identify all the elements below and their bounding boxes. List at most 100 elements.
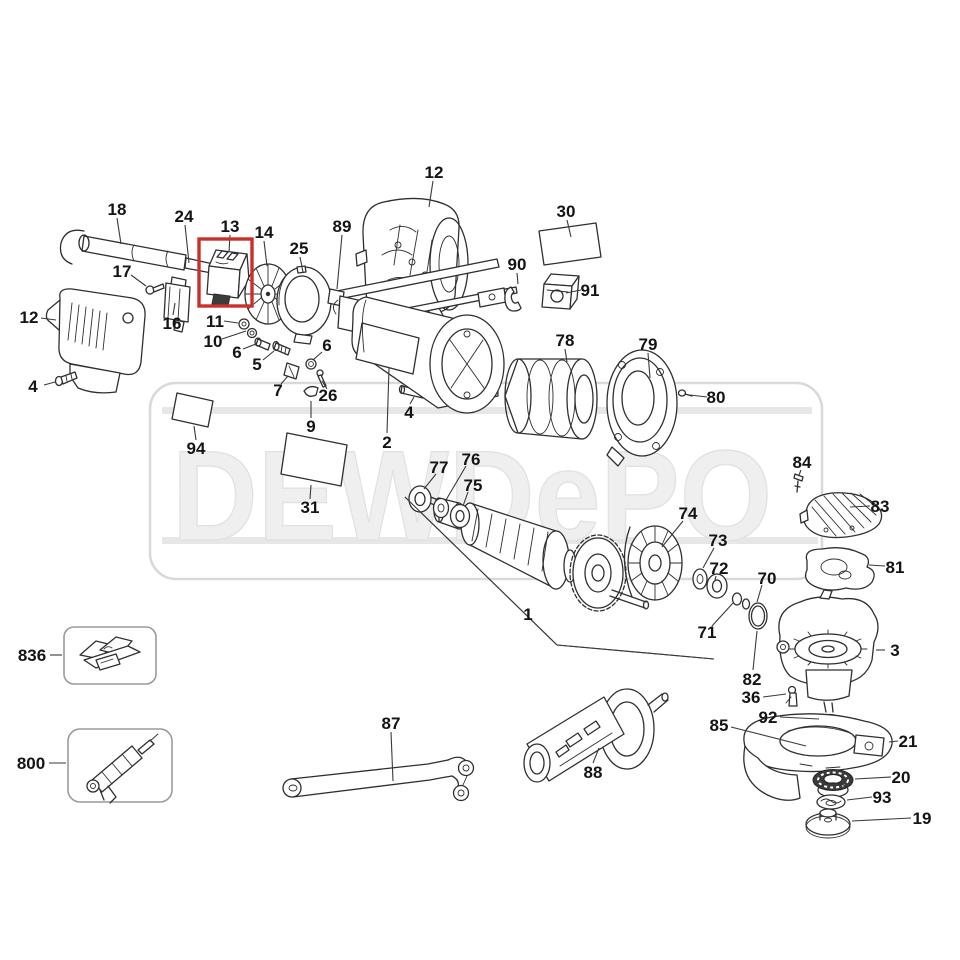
screw-4-left-drawing xyxy=(54,371,78,387)
leader-line-73 xyxy=(702,547,715,569)
part-label-2: 2 xyxy=(382,433,391,452)
part-label-800: 800 xyxy=(17,754,45,773)
clip-90-drawing xyxy=(504,286,522,312)
highlight-box-part-13 xyxy=(197,237,254,308)
leader-line-85 xyxy=(730,726,807,747)
leader-line-84 xyxy=(798,469,802,476)
part-label-80: 80 xyxy=(707,388,726,407)
leader-line-80 xyxy=(689,394,708,398)
side-handle-88-drawing xyxy=(523,688,669,783)
kit-box-800 xyxy=(67,728,173,804)
leader-line-82 xyxy=(752,630,758,671)
screw-84-drawing xyxy=(793,473,804,493)
part-label-82: 82 xyxy=(743,670,762,689)
part-label-6: 6 xyxy=(232,343,241,362)
leader-line-75 xyxy=(462,491,469,507)
part-label-31: 31 xyxy=(301,498,320,517)
leader-line-93 xyxy=(846,796,873,801)
leader-line-90 xyxy=(516,272,519,285)
washers-10-11-drawing xyxy=(238,318,258,339)
brush-kit-836-drawing xyxy=(79,636,141,671)
part-label-18: 18 xyxy=(108,200,127,219)
leader-line-16 xyxy=(172,302,176,316)
part-label-78: 78 xyxy=(556,331,575,350)
washer-73-drawing xyxy=(692,568,708,590)
clip-7-drawing xyxy=(283,362,300,380)
leader-line-81 xyxy=(868,564,886,567)
leader-line-5 xyxy=(262,350,275,361)
part-label-88: 88 xyxy=(584,763,603,782)
part-label-13: 13 xyxy=(221,217,240,236)
spanner-wrench-87-drawing xyxy=(282,756,475,802)
leader-line-74 xyxy=(661,520,684,548)
nut-6-drawing xyxy=(305,358,317,370)
leader-line-4 xyxy=(43,381,56,386)
leader-line-88 xyxy=(592,747,600,764)
gear-case-3-drawing xyxy=(776,589,879,713)
label-plate-30-drawing xyxy=(538,222,602,266)
part-label-91: 91 xyxy=(581,281,600,300)
screw-80-drawing xyxy=(677,389,693,397)
part-label-16: 16 xyxy=(163,314,182,333)
leader-line-20 xyxy=(854,776,892,780)
watermark-band-top xyxy=(162,407,812,414)
part-label-10: 10 xyxy=(204,332,223,351)
backing-flange-19-drawing xyxy=(805,808,851,839)
switch-91-drawing xyxy=(541,273,580,310)
part-label-79: 79 xyxy=(639,335,658,354)
bearing-75-drawing xyxy=(449,503,471,529)
leader-line-70 xyxy=(756,584,763,603)
part-label-83: 83 xyxy=(871,497,890,516)
bearing-flange-79-drawing xyxy=(606,349,678,467)
part-label-89: 89 xyxy=(333,217,352,236)
part-label-20: 20 xyxy=(892,768,911,787)
grease-tube-800-drawing xyxy=(86,733,159,804)
part-label-12: 12 xyxy=(425,163,444,182)
flange-nut-20-drawing xyxy=(812,769,854,798)
part-label-87: 87 xyxy=(382,714,401,733)
brush-holder-13-drawing xyxy=(206,249,250,307)
leader-line-26 xyxy=(321,380,328,390)
kit-box-836 xyxy=(63,626,157,685)
spacers-71-drawing xyxy=(731,592,751,610)
leader-line-18 xyxy=(116,217,122,245)
leader-line-71 xyxy=(711,602,734,627)
part-label-93: 93 xyxy=(873,788,892,807)
part-label-30: 30 xyxy=(557,202,576,221)
part-label-4: 4 xyxy=(28,377,38,396)
leader-line-76 xyxy=(445,465,467,501)
leader-line-7 xyxy=(280,375,289,385)
part-label-74: 74 xyxy=(679,504,698,523)
part-label-85: 85 xyxy=(710,716,729,735)
washer-76-drawing xyxy=(432,497,450,519)
part-label-836: 836 xyxy=(18,646,46,665)
motor-field-2-drawing xyxy=(333,295,505,414)
part-label-90: 90 xyxy=(508,255,527,274)
part-label-7: 7 xyxy=(273,381,282,400)
part-label-21: 21 xyxy=(899,732,918,751)
leader-line-21 xyxy=(888,740,899,743)
part-label-17: 17 xyxy=(113,262,132,281)
leader-line-92 xyxy=(779,716,820,720)
leader-line-4 xyxy=(409,396,415,405)
leader-line-31 xyxy=(309,484,312,500)
leader-line-77 xyxy=(423,473,437,490)
brush-cover-83-drawing xyxy=(799,492,883,539)
label-plate-94-drawing xyxy=(171,392,214,428)
part-label-14: 14 xyxy=(255,223,274,242)
part-label-19: 19 xyxy=(913,809,932,828)
part-label-3: 3 xyxy=(890,641,899,660)
leader-line-12 xyxy=(428,180,434,208)
bearing-77-drawing xyxy=(408,485,432,513)
leader-line-2 xyxy=(386,367,390,434)
part-label-26: 26 xyxy=(319,386,338,405)
wave-washer-93-drawing xyxy=(816,794,846,810)
leader-line-87 xyxy=(390,731,394,782)
part-label-81: 81 xyxy=(886,558,905,577)
leader-line-14 xyxy=(263,240,268,267)
part-label-24: 24 xyxy=(175,207,194,226)
oring-70-82-drawing xyxy=(748,602,768,630)
